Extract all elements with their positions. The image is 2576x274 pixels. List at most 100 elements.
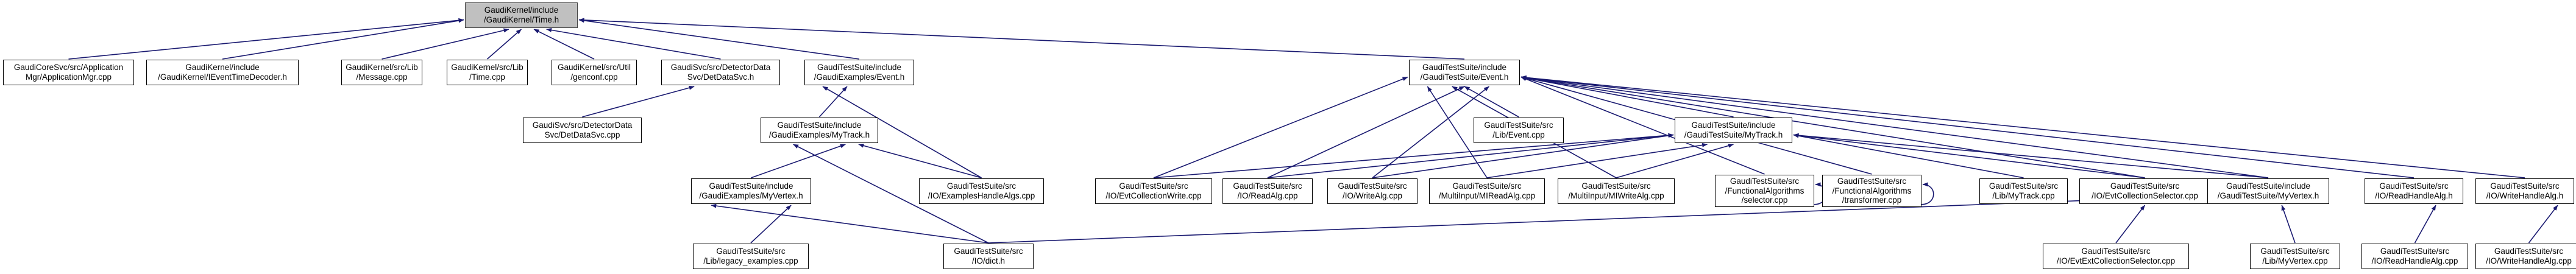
graph-edge xyxy=(1520,75,2525,178)
node-label-line: GaudiSvc/src/DetectorData xyxy=(670,63,771,72)
graph-edge xyxy=(2414,205,2436,244)
graph-node-readhandlealg_cpp[interactable]: GaudiTestSuite/src/IO/ReadHandleAlg.cpp xyxy=(2361,244,2468,269)
graph-node-evtcollectionwrite_cpp[interactable]: GaudiTestSuite/src/IO/EvtCollectionWrite… xyxy=(1095,178,1212,204)
node-label-line: /IO/EvtExtCollectionSelector.cpp xyxy=(2056,256,2176,265)
node-label-line: GaudiTestSuite/src xyxy=(2260,247,2330,256)
graph-edge xyxy=(578,18,1465,60)
graph-edge xyxy=(1793,133,2269,178)
node-label-line: /IO/EvtCollectionWrite.cpp xyxy=(1105,191,1202,200)
graph-edge xyxy=(486,29,522,60)
graph-edge xyxy=(1616,143,1734,178)
node-label-line: GaudiTestSuite/include xyxy=(777,121,862,130)
graph-node-testsuite_event_h[interactable]: GaudiTestSuite/include/GaudiTestSuite/Ev… xyxy=(1409,60,1520,85)
node-label-line: GaudiTestSuite/src xyxy=(2110,181,2180,191)
node-label-line: GaudiTestSuite/src xyxy=(946,181,1017,191)
node-label-line: /transformer.cpp xyxy=(1842,195,1902,205)
graph-node-readalg_cpp[interactable]: GaudiTestSuite/src/IO/ReadAlg.cpp xyxy=(1222,178,1313,204)
node-label-line: GaudiTestSuite/src xyxy=(2380,247,2450,256)
graph-node-time_h[interactable]: GaudiKernel/include/GaudiKernel/Time.h xyxy=(465,2,578,28)
node-label-line: /GaudiExamples/MyTrack.h xyxy=(768,130,870,139)
node-label-line: Mgr/ApplicationMgr.cpp xyxy=(25,72,112,82)
graph-node-examples_mytrack_h[interactable]: GaudiTestSuite/include/GaudiExamples/MyT… xyxy=(761,118,878,143)
graph-node-testsuite_myvertex_h[interactable]: GaudiTestSuite/include/GaudiTestSuite/My… xyxy=(2207,178,2329,204)
node-label-line: GaudiCoreSvc/src/Application xyxy=(13,63,124,72)
node-label-line: /GaudiKernel/Time.h xyxy=(483,15,559,24)
node-label-line: GaudiTestSuite/src xyxy=(954,247,1023,256)
node-label-line: /IO/WriteAlg.cpp xyxy=(1342,191,1403,200)
graph-node-evtcollectionselector_cpp[interactable]: GaudiTestSuite/src/IO/EvtCollectionSelec… xyxy=(2079,178,2210,204)
node-label-line: /Time.cpp xyxy=(469,72,505,82)
graph-node-lib_event_cpp[interactable]: GaudiTestSuite/src/Lib/Event.cpp xyxy=(1474,118,1564,143)
graph-node-evtextcollectionselector_cpp[interactable]: GaudiTestSuite/src/IO/EvtExtCollectionSe… xyxy=(2043,244,2189,269)
node-label-line: GaudiKernel/src/Util xyxy=(557,63,631,72)
graph-node-ieventtimedecoder_h[interactable]: GaudiKernel/include/GaudiKernel/IEventTi… xyxy=(146,60,299,85)
node-label-line: /selector.cpp xyxy=(1741,195,1788,205)
node-label-line: /GaudiKernel/IEventTimeDecoder.h xyxy=(158,72,287,82)
node-label-line: /GaudiTestSuite/Event.h xyxy=(1420,72,1509,82)
graph-node-genconf_cpp[interactable]: GaudiKernel/src/Util/genconf.cpp xyxy=(552,60,637,85)
graph-edge xyxy=(1153,133,1674,178)
graph-node-readhandlealg_h[interactable]: GaudiTestSuite/src/IO/ReadHandleAlg.h xyxy=(2365,178,2463,204)
node-label-line: GaudiTestSuite/src xyxy=(1581,181,1651,191)
node-label-line: GaudiTestSuite/include xyxy=(709,181,793,191)
graph-node-selector_cpp[interactable]: GaudiTestSuite/src/FunctionalAlgorithms/… xyxy=(1715,175,1814,207)
graph-edge xyxy=(2115,205,2146,244)
graph-node-examples_event_h[interactable]: GaudiTestSuite/include/GaudiExamples/Eve… xyxy=(804,60,914,85)
node-label-line: /Lib/Event.cpp xyxy=(1492,130,1545,139)
graph-node-writealg_cpp[interactable]: GaudiTestSuite/src/IO/WriteAlg.cpp xyxy=(1327,178,1418,204)
node-label-line: Svc/DetDataSvc.cpp xyxy=(544,130,620,139)
graph-edge xyxy=(750,205,792,244)
node-label-line: /IO/WriteHandleAlg.cpp xyxy=(2486,256,2572,265)
graph-node-testsuite_mytrack_h[interactable]: GaudiTestSuite/include/GaudiTestSuite/My… xyxy=(1675,118,1792,143)
node-label-line: GaudiTestSuite/src xyxy=(1338,181,1407,191)
node-label-line: GaudiKernel/src/Lib xyxy=(346,63,418,72)
graph-edge xyxy=(1793,133,2024,178)
graph-node-transformer_cpp[interactable]: GaudiTestSuite/src/FunctionalAlgorithms/… xyxy=(1822,175,1921,207)
graph-edge xyxy=(546,27,721,60)
graph-node-writehandlealg_cpp[interactable]: GaudiTestSuite/src/IO/WriteHandleAlg.cpp xyxy=(2475,244,2576,269)
graph-node-mireadalg_cpp[interactable]: GaudiTestSuite/src/MultiInput/MIReadAlg.… xyxy=(1429,178,1545,204)
graph-node-dict_h[interactable]: GaudiTestSuite/src/IO/dict.h xyxy=(943,244,1034,269)
graph-node-exampleshandlealgs_cpp[interactable]: GaudiTestSuite/src/IO/ExamplesHandleAlgs… xyxy=(919,178,1044,204)
graph-node-time_cpp[interactable]: GaudiKernel/src/Lib/Time.cpp xyxy=(447,60,528,85)
node-label-line: /Lib/MyTrack.cpp xyxy=(1992,191,2055,200)
graph-edge xyxy=(1921,182,1934,205)
node-label-line: GaudiTestSuite/src xyxy=(716,247,786,256)
node-label-line: GaudiTestSuite/src xyxy=(1484,121,1553,130)
graph-node-lib_mytrack_cpp[interactable]: GaudiTestSuite/src/Lib/MyTrack.cpp xyxy=(1979,178,2068,204)
graph-node-miwritealg_cpp[interactable]: GaudiTestSuite/src/MultiInput/MIWriteAlg… xyxy=(1558,178,1675,204)
node-label-line: GaudiTestSuite/src xyxy=(2081,247,2151,256)
graph-edge xyxy=(751,144,846,178)
node-label-line: GaudiTestSuite/src xyxy=(1837,177,1907,186)
graph-node-examples_myvertex_h[interactable]: GaudiTestSuite/include/GaudiExamples/MyV… xyxy=(691,178,811,204)
node-label-line: /MultiInput/MIWriteAlg.cpp xyxy=(1568,191,1664,200)
node-label-line: GaudiTestSuite/src xyxy=(1119,181,1188,191)
node-label-line: GaudiTestSuite/src xyxy=(1452,181,1522,191)
node-label-line: GaudiTestSuite/src xyxy=(1730,177,1800,186)
graph-node-legacy_examples_cpp[interactable]: GaudiTestSuite/src/Lib/legacy_examples.c… xyxy=(693,244,809,269)
graph-edge xyxy=(1486,142,1708,178)
graph-edge xyxy=(578,18,860,60)
graph-edge xyxy=(533,29,595,60)
graph-edge xyxy=(1464,86,1519,118)
graph-edge xyxy=(222,18,464,60)
edge-group xyxy=(68,18,2558,244)
node-label-line: /MultiInput/MIReadAlg.cpp xyxy=(1438,191,1536,200)
graph-edge xyxy=(582,85,695,118)
node-label-line: /IO/ReadAlg.cpp xyxy=(1237,191,1298,200)
graph-node-message_cpp[interactable]: GaudiKernel/src/Lib/Message.cpp xyxy=(341,60,422,85)
node-label-line: GaudiTestSuite/src xyxy=(2490,181,2560,191)
node-label-line: /genconf.cpp xyxy=(570,72,618,82)
graph-edge xyxy=(2281,205,2296,244)
node-label-line: /IO/WriteHandleAlg.h xyxy=(2486,191,2564,200)
node-label-line: GaudiKernel/include xyxy=(484,5,559,15)
graph-node-lib_myvertex_cpp[interactable]: GaudiTestSuite/src/Lib/MyVertex.cpp xyxy=(2250,244,2340,269)
graph-edge xyxy=(1267,133,1674,178)
graph-node-writehandlealg_h[interactable]: GaudiTestSuite/src/IO/WriteHandleAlg.h xyxy=(2475,178,2574,204)
graph-edge xyxy=(711,203,989,244)
